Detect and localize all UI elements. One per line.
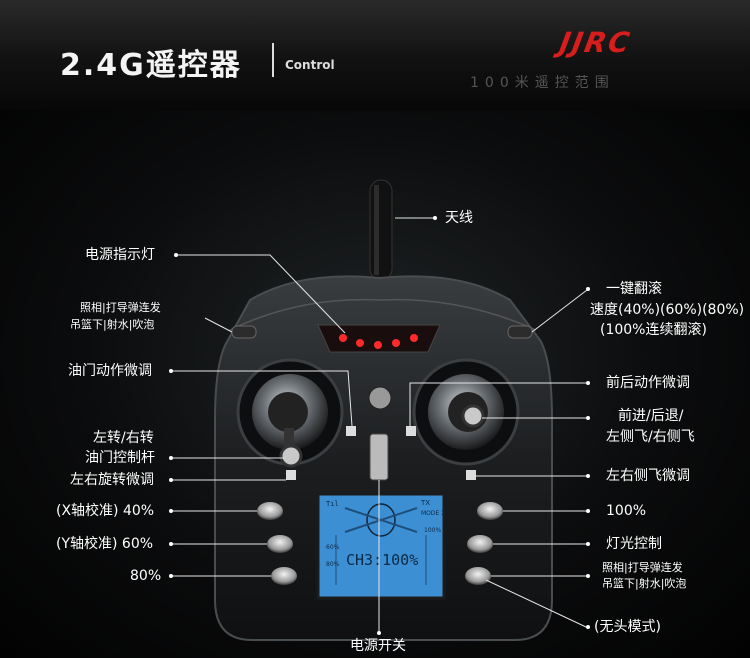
page-subtitle: Control <box>285 58 335 72</box>
side-trim-button[interactable] <box>466 470 476 480</box>
headless-mode-label: (无头模式) <box>594 619 661 635</box>
throttle-stick-label: 油门控制杆 <box>85 450 155 466</box>
lcd-mode: MODE 2 <box>421 510 445 517</box>
fwd-back-trim-button[interactable] <box>406 426 416 436</box>
left-shoulder-button[interactable] <box>231 325 257 339</box>
right-shoulder-label-1: 照相|打导弹连发 <box>602 561 683 574</box>
power-indicator-leds <box>339 334 418 349</box>
lcd-signal-icon: Tıl <box>326 500 339 508</box>
pct100-button[interactable] <box>477 502 503 520</box>
speed-continuous-label: (100%连续翻滚) <box>600 322 707 338</box>
pct80-button[interactable] <box>271 567 297 585</box>
power-indicator-label: 电源指示灯 <box>85 247 155 263</box>
power-switch-label: 电源开关 <box>350 638 406 654</box>
rotation-trim-label: 左右旋转微调 <box>70 472 154 488</box>
lcd-channel: CH3:100% <box>346 551 418 569</box>
left-gimbal[interactable] <box>236 358 344 466</box>
lcd-screen <box>316 492 446 600</box>
speed-label: 速度(40%)(60%)(80%) <box>590 302 745 318</box>
throttle-trim-button[interactable] <box>346 426 356 436</box>
x-calib-label: (X轴校准) 40% <box>56 503 155 519</box>
lcd-tx: TX <box>420 499 430 507</box>
leader-lines <box>172 217 588 632</box>
right-shoulder-label-2: 吊篮下|射水|吹泡 <box>602 577 687 590</box>
antenna <box>369 179 393 281</box>
antenna-label: 天线 <box>445 210 473 226</box>
header-banner: 2.4G遥控器 Control JJRC 100米遥控范围 <box>0 0 750 111</box>
pct100-label: 100% <box>606 503 647 519</box>
page-title: 2.4G遥控器 <box>60 48 242 83</box>
left-shoulder-label-1: 照相|打导弹连发 <box>80 301 161 314</box>
title-divider <box>272 43 274 77</box>
rotation-trim-button[interactable] <box>286 470 296 480</box>
throttle-trim-label: 油门动作微调 <box>68 363 152 379</box>
right-shoulder-button[interactable] <box>507 325 533 339</box>
range-text: 100米遥控范围 <box>470 75 615 91</box>
side-trim-label: 左右侧飞微调 <box>606 468 690 484</box>
x-calib-button[interactable] <box>257 502 283 520</box>
flip-label: 一键翻滚 <box>606 281 662 297</box>
lcd-60: 60% <box>326 544 340 551</box>
y-calib-button[interactable] <box>267 535 293 553</box>
pct80-label: 80% <box>130 568 162 584</box>
lcd-100: 100% <box>424 527 441 534</box>
leader-dots <box>169 216 590 635</box>
right-stick[interactable] <box>461 404 485 428</box>
left-right-turn-label: 左转/右转 <box>93 430 154 446</box>
right-bottom-button[interactable] <box>465 567 491 585</box>
fwd-back-trim-label: 前后动作微调 <box>606 375 690 391</box>
left-shoulder-label-2: 吊篮下|射水|吹泡 <box>70 318 155 331</box>
light-control-button[interactable] <box>467 535 493 553</box>
power-switch[interactable] <box>369 433 389 481</box>
light-control-label: 灯光控制 <box>606 536 662 552</box>
center-button[interactable] <box>368 386 392 410</box>
y-calib-label: (Y轴校准) 60% <box>56 536 154 552</box>
lcd-80: 80% <box>326 561 340 568</box>
move-label-1: 前进/后退/ <box>618 408 684 424</box>
move-label-2: 左侧飞/右侧飞 <box>606 429 695 445</box>
left-stick[interactable] <box>279 428 303 468</box>
